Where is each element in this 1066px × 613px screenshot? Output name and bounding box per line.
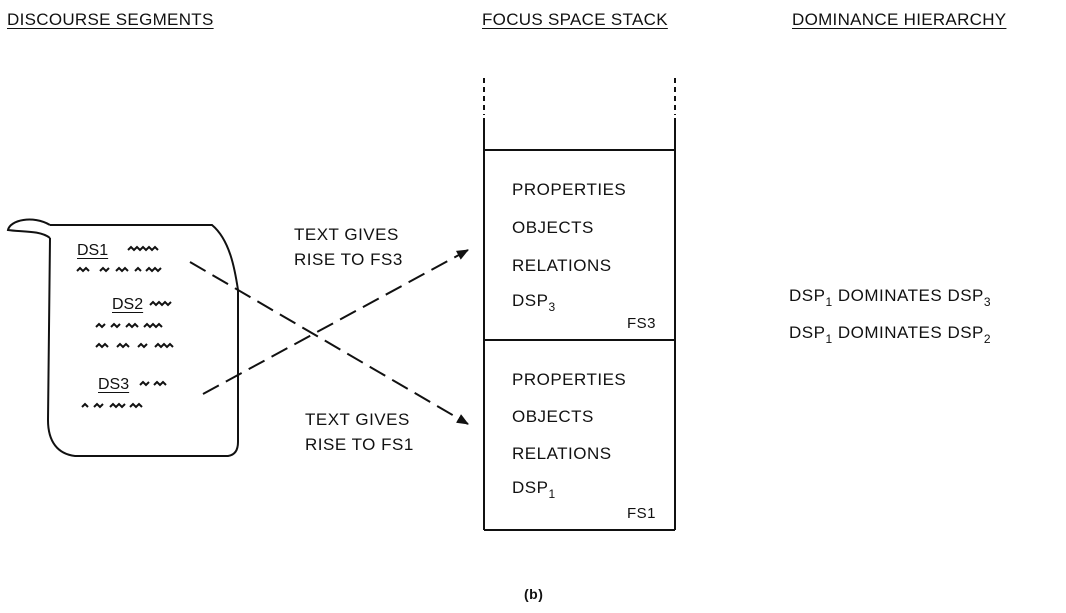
dom2-a: DSP: [789, 323, 826, 342]
fs1-relations: RELATIONS: [512, 444, 612, 463]
arrow-ds3-to-fs3: [202, 249, 469, 395]
fs3-label: FS3: [627, 315, 657, 332]
arrow-label-fs1: TEXT GIVES RISE TO FS1: [305, 407, 414, 457]
arrow-label-fs3-line2: RISE TO FS3: [294, 250, 403, 269]
header-focus-space-stack: FOCUS SPACE STACK: [482, 10, 668, 29]
fs3-properties: PROPERTIES: [512, 180, 627, 199]
dom2-verb: DOMINATES: [837, 323, 943, 342]
fs3-objects: OBJECTS: [512, 218, 594, 237]
document-scroll: [6, 218, 239, 457]
figure-caption: (b): [524, 586, 544, 602]
dom1-b-sub: 3: [983, 295, 992, 309]
fs1-label: FS1: [627, 505, 657, 522]
header-dominance-hierarchy: DOMINANCE HIERARCHY: [792, 10, 1007, 29]
fs3-relations: RELATIONS: [512, 256, 612, 275]
arrow-label-fs1-line1: TEXT GIVES: [305, 410, 410, 429]
dom1-b: DSP: [947, 286, 984, 305]
dom1-verb: DOMINATES: [837, 286, 943, 305]
fs3-dsp-subscript: 3: [548, 300, 556, 314]
dominance-relation-1: DSP1 DOMINATES DSP3: [789, 286, 991, 308]
fs3-dsp: DSP3: [512, 291, 556, 313]
arrow-label-fs3-line1: TEXT GIVES: [294, 225, 399, 244]
fs1-dsp: DSP1: [512, 478, 556, 500]
fs1-objects: OBJECTS: [512, 407, 594, 426]
fs1-dsp-text: DSP: [512, 478, 549, 497]
dom1-a-sub: 1: [825, 295, 833, 309]
dom1-a: DSP: [789, 286, 826, 305]
scribble-text: [76, 245, 174, 409]
fs1-dsp-subscript: 1: [548, 487, 556, 501]
arrow-ds1-to-fs1: [189, 261, 469, 425]
arrow-label-fs3: TEXT GIVES RISE TO FS3: [294, 222, 403, 272]
segment-ds1-label: DS1: [77, 242, 109, 259]
dom2-b: DSP: [947, 323, 984, 342]
fs3-dsp-text: DSP: [512, 291, 549, 310]
dominance-relation-2: DSP1 DOMINATES DSP2: [789, 323, 991, 345]
arrow-label-fs1-line2: RISE TO FS1: [305, 435, 414, 454]
header-discourse-segments: DISCOURSE SEGMENTS: [7, 10, 214, 29]
stack-box: [483, 78, 676, 531]
fs1-properties: PROPERTIES: [512, 370, 627, 389]
dom2-b-sub: 2: [983, 332, 992, 346]
segment-ds3-label: DS3: [98, 376, 130, 393]
segment-ds2-label: DS2: [112, 296, 144, 313]
dom2-a-sub: 1: [825, 332, 833, 346]
